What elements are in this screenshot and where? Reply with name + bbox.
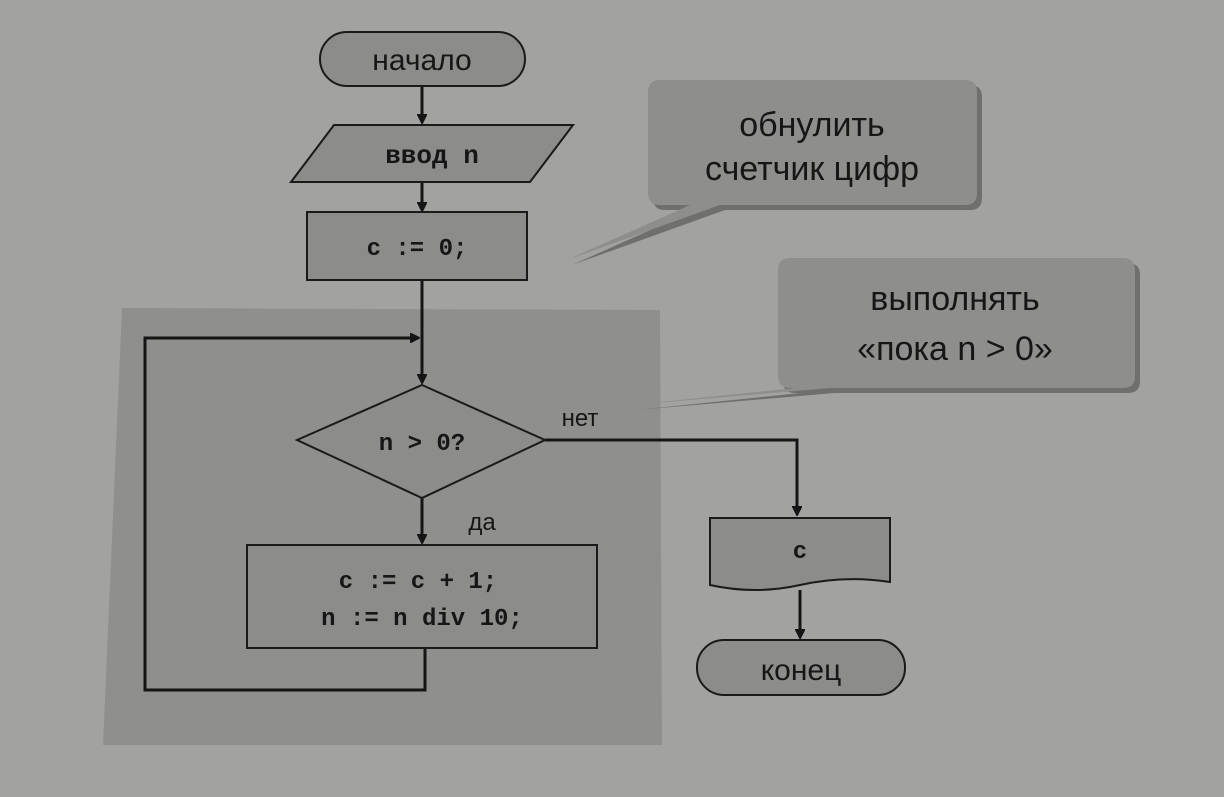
input-label: ввод n	[385, 141, 479, 171]
output-label: c	[793, 539, 807, 566]
output-document: c	[709, 517, 891, 591]
input-block: ввод n	[288, 124, 576, 183]
arrow-no	[545, 438, 797, 514]
end-terminal: конец	[696, 639, 906, 696]
callout-reset-line1: обнулить	[739, 106, 885, 144]
callout-loop-line2: «пока n > 0»	[857, 330, 1053, 368]
callout-loop-line1: выполнять	[870, 280, 1039, 318]
init-label: c := 0;	[367, 236, 468, 263]
callout-reset-counter: обнулить счетчик цифр	[567, 80, 982, 265]
condition-diamond: n > 0?	[294, 383, 548, 500]
yes-label: да	[468, 509, 496, 536]
callout-reset-line2: счетчик цифр	[705, 150, 919, 188]
body-line2: n := n div 10;	[321, 606, 523, 633]
init-block: c := 0;	[306, 211, 528, 281]
loop-body-block: c := c + 1; n := n div 10;	[246, 544, 598, 649]
loop-panel	[103, 308, 662, 745]
loop-back-arrow	[143, 338, 427, 692]
end-label: конец	[761, 654, 842, 687]
callout-loop-condition: выполнять «пока n > 0»	[632, 258, 1140, 410]
start-label: начало	[372, 44, 471, 77]
body-line1: c := c + 1;	[339, 569, 497, 596]
start-terminal: начало	[319, 31, 526, 87]
condition-label: n > 0?	[379, 431, 465, 458]
no-label: нет	[562, 405, 599, 432]
